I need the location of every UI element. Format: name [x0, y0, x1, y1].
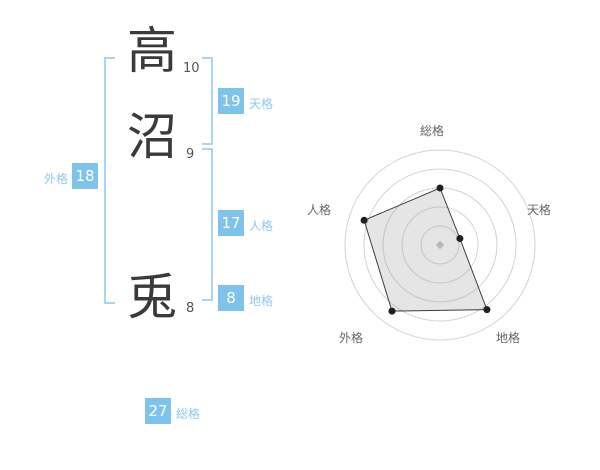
radar-point [483, 306, 491, 314]
chikaku-label: 地格 [249, 294, 274, 308]
tenkaku-label: 天格 [249, 97, 274, 111]
jinkaku-bracket [202, 148, 213, 301]
radar-point [456, 235, 464, 242]
jinkaku-value-badge: 17 [218, 210, 244, 236]
name-character-2: 沼 [127, 108, 177, 166]
radar-chart-area: 総格天格地格 外格 人格 [300, 115, 580, 365]
gaikaku-value-badge: 18 [72, 163, 98, 189]
radar-ring [401, 206, 479, 284]
radar-ring [344, 149, 536, 341]
tenkaku-value-badge: 19 [218, 88, 244, 114]
soukaku-label: 総格 [176, 407, 201, 421]
soukaku-value-badge: 27 [145, 398, 171, 424]
jinkaku-label: 人格 [249, 219, 274, 233]
name-character-3: 兎 [127, 268, 177, 326]
radar-polygon [363, 187, 488, 312]
chikaku-value-badge: 8 [218, 285, 244, 311]
radar-center-dot [435, 240, 445, 250]
radar-ring [363, 168, 517, 322]
stroke-count-3: 8 [186, 301, 195, 316]
stroke-count-1: 10 [183, 61, 200, 76]
name-character-1: 高 [127, 22, 177, 80]
radar-axis-label: 人格 [307, 202, 331, 217]
gaikaku-bracket [104, 57, 115, 304]
radar-axis-label: 総格 [420, 123, 444, 138]
radar-point [388, 307, 396, 315]
stroke-count-2: 9 [186, 147, 195, 162]
gaikaku-label: 外格 [44, 172, 69, 186]
tenkaku-bracket [202, 57, 213, 145]
radar-axis-label: 外格 [339, 330, 363, 345]
radar-ring [420, 225, 460, 265]
radar-axis-label: 地格 [496, 330, 520, 345]
radar-axis-label: 天格 [527, 202, 551, 217]
radar-point [360, 216, 368, 224]
radar-point [436, 184, 444, 192]
